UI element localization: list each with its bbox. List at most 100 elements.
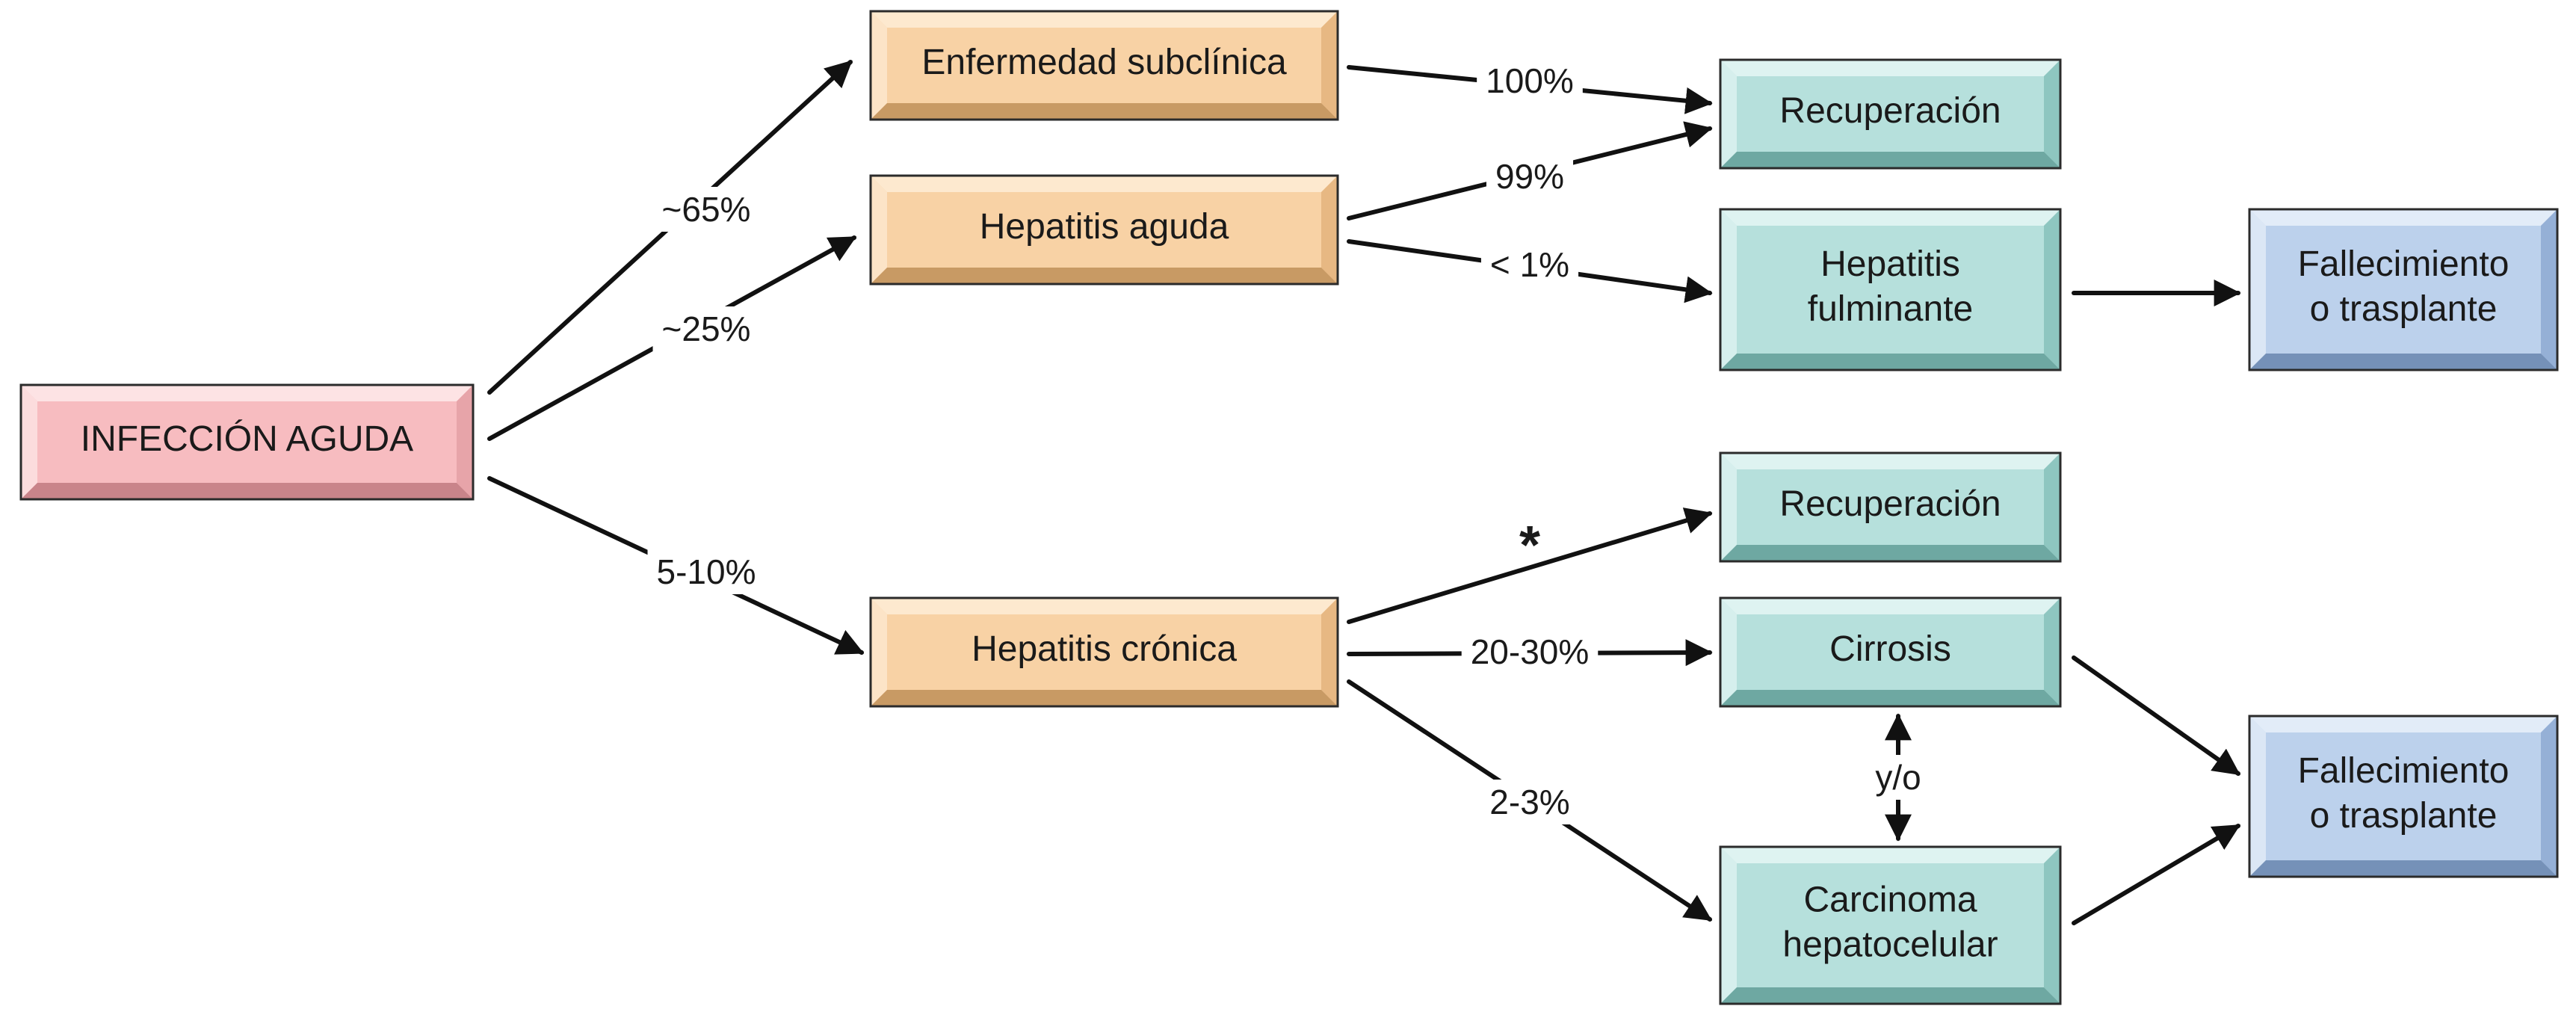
- node-bevel-bottom: [871, 103, 1338, 120]
- node-bevel-bottom: [871, 690, 1338, 706]
- node-bevel-top: [21, 385, 473, 401]
- node-outline: [1719, 58, 2062, 170]
- edge-label-acute-fulminant: < 1%: [1480, 242, 1579, 287]
- node-label: o trasplante: [2310, 796, 2498, 836]
- node-bevel-right: [457, 385, 473, 499]
- node-bevel-right: [1321, 598, 1338, 706]
- node-label: INFECCIÓN AGUDA: [81, 419, 413, 459]
- node-bevel-top: [1720, 598, 2060, 614]
- edge-label-text: ~25%: [662, 309, 751, 348]
- edge-label-background: [647, 549, 765, 594]
- node-bevel-top: [1720, 209, 2060, 226]
- node-outline: [1719, 451, 2062, 563]
- edge-label-cirrhosis-hcc: y/o: [1866, 755, 1930, 800]
- edge-label-chronic-cirrhosis: 20-30%: [1461, 629, 1599, 674]
- node-bevel-bottom: [1720, 690, 2060, 706]
- edge-label-background: [1480, 242, 1579, 287]
- edge-label-text: 99%: [1495, 157, 1564, 196]
- node-bevel-right: [1321, 11, 1338, 120]
- edge-label-to-chronic-hepatitis: 5-10%: [647, 549, 765, 594]
- node-bevel-left: [1720, 598, 1737, 706]
- arrow-chronic-recovery: [1347, 508, 1713, 624]
- node-label: Hepatitis aguda: [980, 207, 1229, 247]
- edge-label-background: [1486, 154, 1574, 199]
- node-face: [21, 385, 473, 499]
- node-bevel-bottom: [2249, 354, 2557, 370]
- edge-label-text: ~65%: [662, 190, 751, 229]
- edge-label-background: [652, 306, 760, 351]
- edge-label-chronic-recovery: *: [1519, 516, 1540, 576]
- node-outline: [1719, 208, 2062, 371]
- node-label: Enfermedad subclínica: [921, 43, 1287, 82]
- node-bevel-bottom: [1720, 354, 2060, 370]
- node-label: Fallecimiento: [2298, 751, 2509, 791]
- node-face: [871, 176, 1338, 284]
- node-face: [871, 11, 1338, 120]
- node-bevel-left: [871, 598, 887, 706]
- edge-label-text: 20-30%: [1471, 632, 1590, 671]
- arrow-cirrhosis-death: [2072, 655, 2240, 776]
- edge-label-acute-recovery: 99%: [1486, 154, 1574, 199]
- node-label: o trasplante: [2310, 289, 2498, 329]
- node-bevel-top: [2249, 209, 2557, 226]
- node-bevel-top: [871, 176, 1338, 192]
- node-face: [2249, 716, 2557, 877]
- node-label: hepatocelular: [1782, 925, 1998, 965]
- node-bevel-top: [1720, 847, 2060, 863]
- edge-label-background: [1461, 629, 1599, 674]
- node-face: [1720, 453, 2060, 561]
- edge-label-text: 5-10%: [657, 552, 756, 591]
- node-label: Recuperación: [1779, 484, 2001, 524]
- node-bevel-bottom: [1720, 545, 2060, 561]
- node-bevel-right: [2044, 60, 2060, 168]
- node-label: Cirrosis: [1829, 629, 1951, 669]
- node-bevel-right: [1321, 176, 1338, 284]
- node-bevel-left: [21, 385, 37, 499]
- edge-label-background: [1866, 755, 1930, 800]
- node-recovery-top: Recuperación: [1719, 58, 2062, 170]
- edge-label-background: [1480, 780, 1579, 824]
- node-chronic-hepatitis: Hepatitis crónica: [869, 596, 1339, 708]
- node-label: fulminante: [1808, 289, 1973, 329]
- node-bevel-left: [1720, 209, 1737, 370]
- node-label: Fallecimiento: [2298, 244, 2509, 284]
- node-bevel-right: [2541, 716, 2557, 877]
- node-bevel-bottom: [1720, 152, 2060, 168]
- node-fulminant: Hepatitis fulminante: [1719, 208, 2062, 371]
- edge-label-to-subclinical: ~65%: [652, 187, 760, 232]
- node-label: Hepatitis: [1820, 244, 1960, 284]
- edge-label-background: [652, 187, 760, 232]
- edge-label-to-acute-hepatitis: ~25%: [652, 306, 760, 351]
- node-bevel-left: [1720, 847, 1737, 1004]
- node-face: [1720, 209, 2060, 370]
- node-face: [2249, 209, 2557, 370]
- node-bevel-bottom: [21, 483, 473, 499]
- node-bevel-bottom: [1720, 987, 2060, 1004]
- node-outline: [1719, 596, 2062, 708]
- node-outline: [869, 596, 1339, 708]
- node-acute-hepatitis: Hepatitis aguda: [869, 174, 1339, 286]
- edge-label-text: y/o: [1875, 758, 1921, 797]
- node-face: [1720, 598, 2060, 706]
- node-face: [871, 598, 1338, 706]
- node-cirrhosis: Cirrosis: [1719, 596, 2062, 708]
- edge-label-background: [1477, 58, 1583, 103]
- node-bevel-right: [2044, 598, 2060, 706]
- node-bevel-top: [1720, 453, 2060, 469]
- edge-label-text: 100%: [1486, 61, 1574, 100]
- node-bevel-right: [2044, 209, 2060, 370]
- edge-label-text: 2-3%: [1489, 783, 1569, 821]
- node-outline: [869, 10, 1339, 121]
- node-recovery-bottom: Recuperación: [1719, 451, 2062, 563]
- node-label: Hepatitis crónica: [972, 629, 1237, 669]
- node-outline: [869, 174, 1339, 286]
- node-bevel-left: [871, 176, 887, 284]
- edge-label-subclinical-recovery: 100%: [1477, 58, 1583, 103]
- edge-label-chronic-hcc: 2-3%: [1480, 780, 1579, 824]
- node-bevel-left: [1720, 453, 1737, 561]
- node-bevel-left: [2249, 209, 2266, 370]
- node-acute-infection: INFECCIÓN AGUDA: [19, 383, 475, 501]
- edge-label-text: < 1%: [1490, 245, 1569, 284]
- arrow-hcc-death: [2072, 824, 2241, 925]
- node-subclinical: Enfermedad subclínica: [869, 10, 1339, 121]
